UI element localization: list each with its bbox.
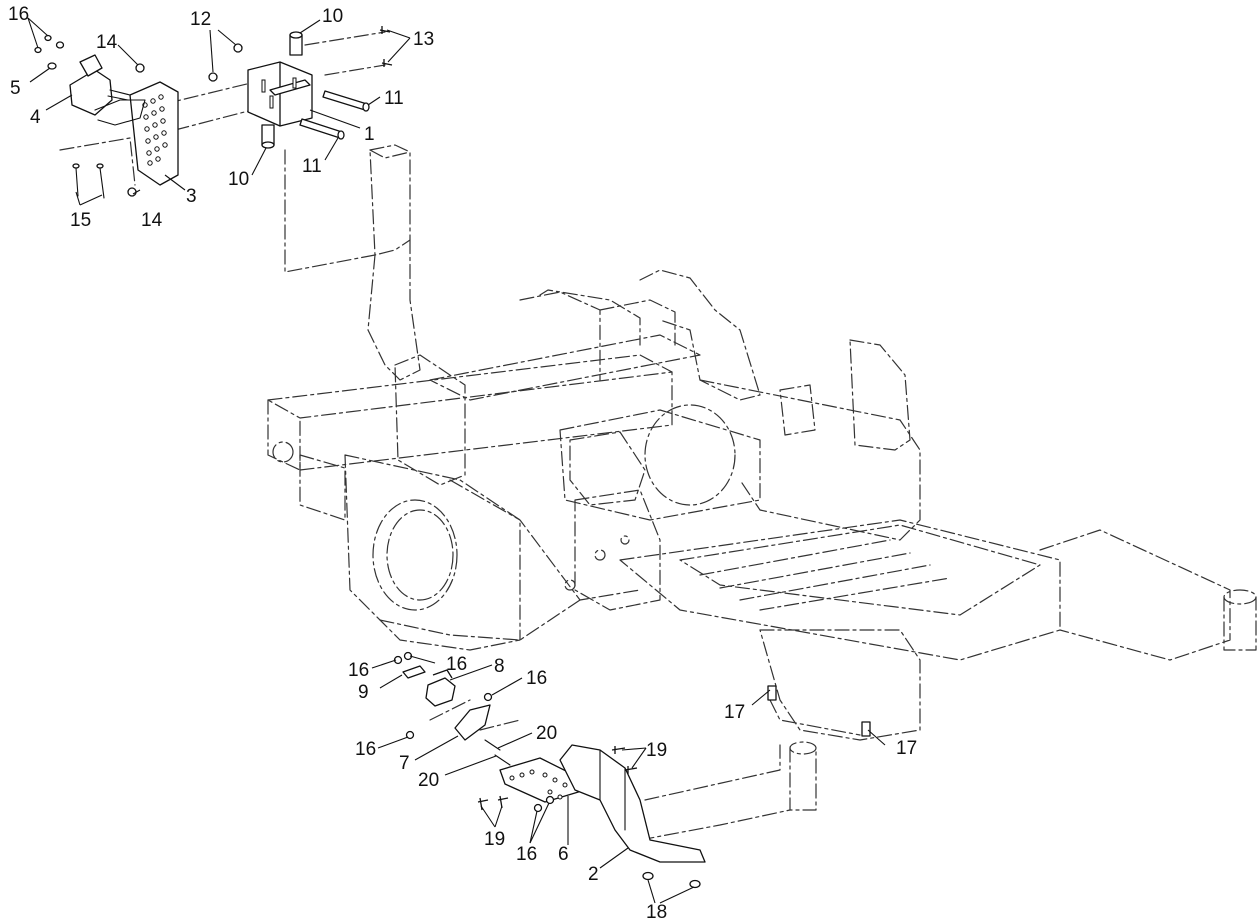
callout-20: 20: [418, 770, 439, 791]
callout-2: 2: [588, 864, 599, 885]
lower-bracket-assembly: [393, 651, 871, 889]
callout-17: 17: [896, 738, 917, 759]
callout-16: 16: [516, 844, 537, 865]
callout-9: 9: [358, 682, 369, 703]
callout-14: 14: [96, 32, 118, 53]
latch-bracket-4: [69, 69, 113, 116]
mounting-plate-assembly: [34, 34, 179, 199]
callout-14: 14: [141, 210, 163, 231]
callout-16: 16: [348, 660, 369, 681]
callout-20: 20: [536, 723, 557, 744]
callout-6: 6: [558, 844, 569, 865]
alignment-lines: [59, 31, 861, 841]
callout-19: 19: [484, 829, 505, 850]
callout-18: 18: [646, 902, 667, 922]
callout-15: 15: [70, 210, 91, 231]
callout-16: 16: [355, 739, 376, 760]
callout-19: 19: [646, 740, 667, 761]
callout-8: 8: [494, 656, 505, 677]
mower-frame: [267, 144, 1257, 811]
callout-10: 10: [322, 6, 343, 27]
callout-7: 7: [399, 753, 410, 774]
callout-16: 16: [526, 668, 547, 689]
callout-10: 10: [228, 169, 249, 190]
callout-5: 5: [10, 78, 21, 99]
callout-1: 1: [364, 124, 375, 145]
callout-13: 13: [413, 29, 434, 50]
mounting-plate-3: [129, 81, 179, 186]
callout-11: 11: [302, 156, 322, 177]
callout-3: 3: [186, 186, 197, 207]
callout-16: 16: [8, 4, 29, 25]
callout-16: 16: [446, 654, 467, 675]
callout-labels: 16 5 4 14 3 15 14 12 10 13 11 1 11 10 16…: [8, 4, 917, 922]
callout-17: 17: [724, 702, 745, 723]
callout-4: 4: [30, 107, 41, 128]
leader-lines: [27, 17, 886, 904]
callout-11: 11: [384, 88, 404, 109]
callout-12: 12: [190, 9, 211, 30]
hinge-bracket-1: [208, 26, 393, 149]
